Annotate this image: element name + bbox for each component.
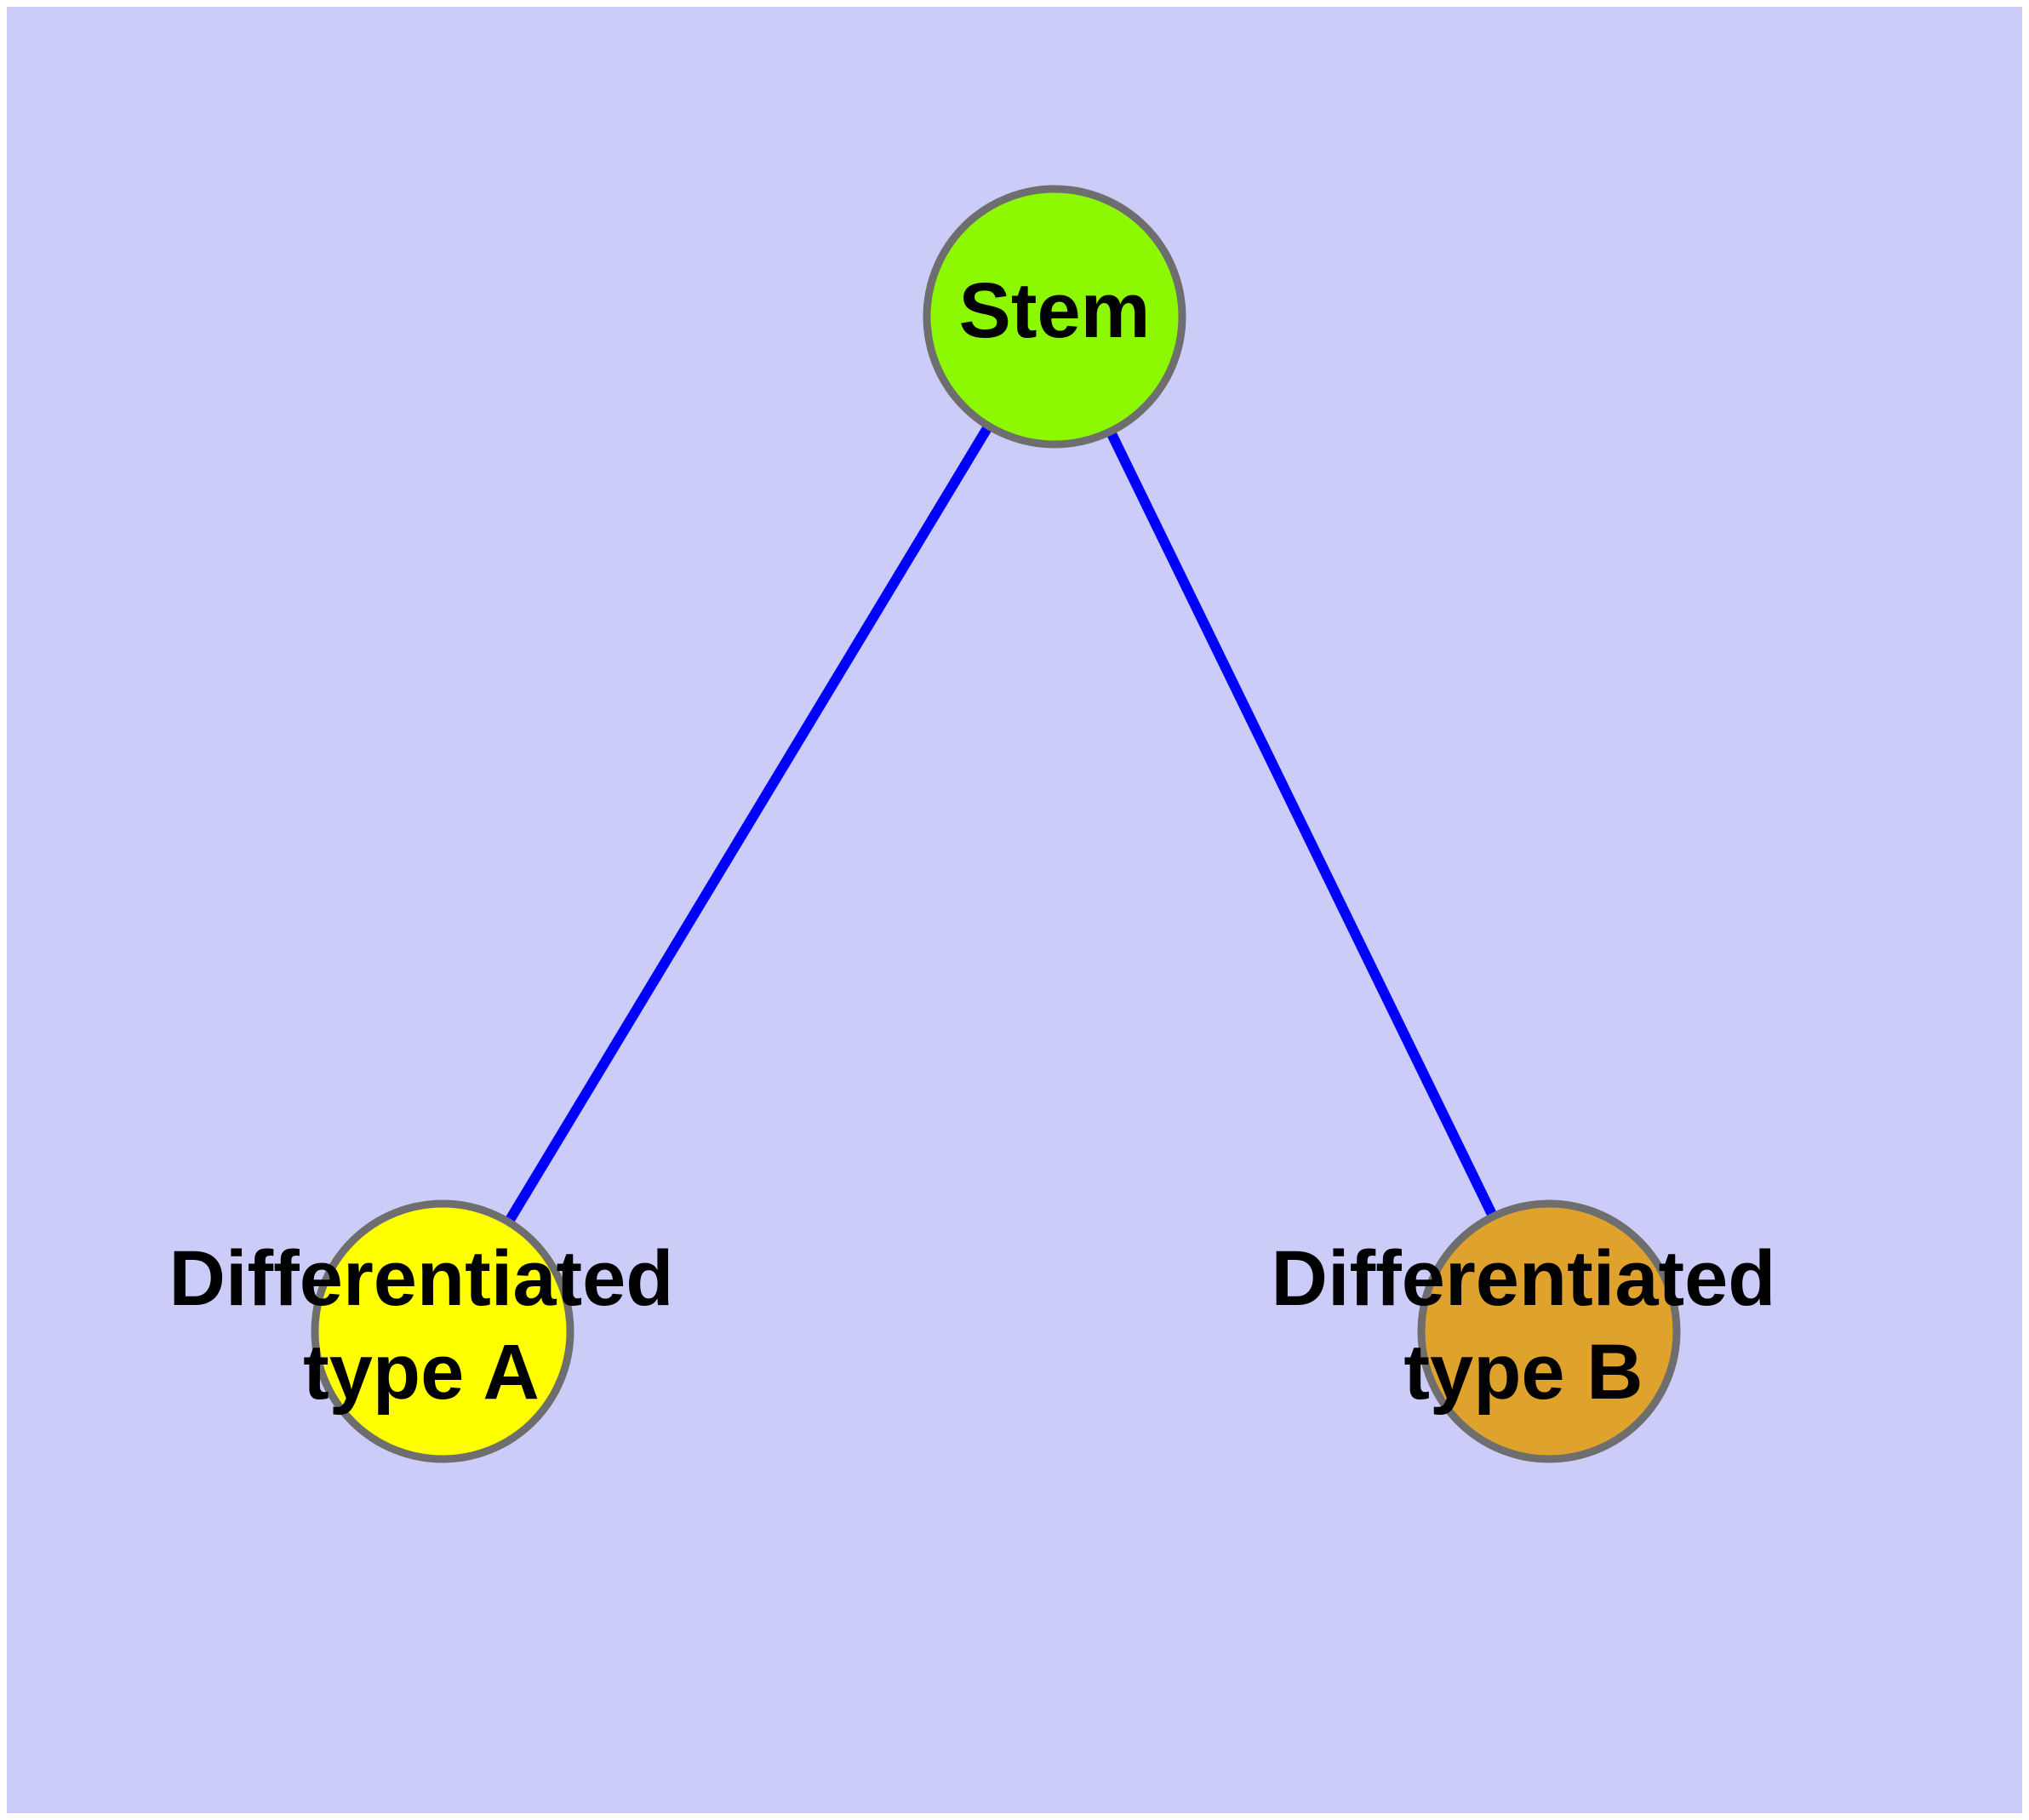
- node-label-line: Differentiated: [169, 1235, 674, 1322]
- node-circle-stem[interactable]: [923, 185, 1186, 449]
- node-label-line: type B: [1403, 1329, 1643, 1416]
- node-circle-diff_a[interactable]: [311, 1199, 574, 1463]
- node-label-stem: Stem: [959, 267, 1151, 354]
- edge-stem-to-diff-a: [437, 313, 1060, 1335]
- node-circle-diff_b[interactable]: [1417, 1199, 1681, 1463]
- edge-stem-to-diff-b: [1049, 314, 1554, 1334]
- node-stem[interactable]: Stem: [923, 185, 1186, 449]
- node-label-line: type A: [303, 1329, 540, 1416]
- node-label-line: Stem: [959, 267, 1151, 354]
- edges-layer: [437, 313, 1554, 1335]
- node-label-line: Differentiated: [1272, 1235, 1776, 1322]
